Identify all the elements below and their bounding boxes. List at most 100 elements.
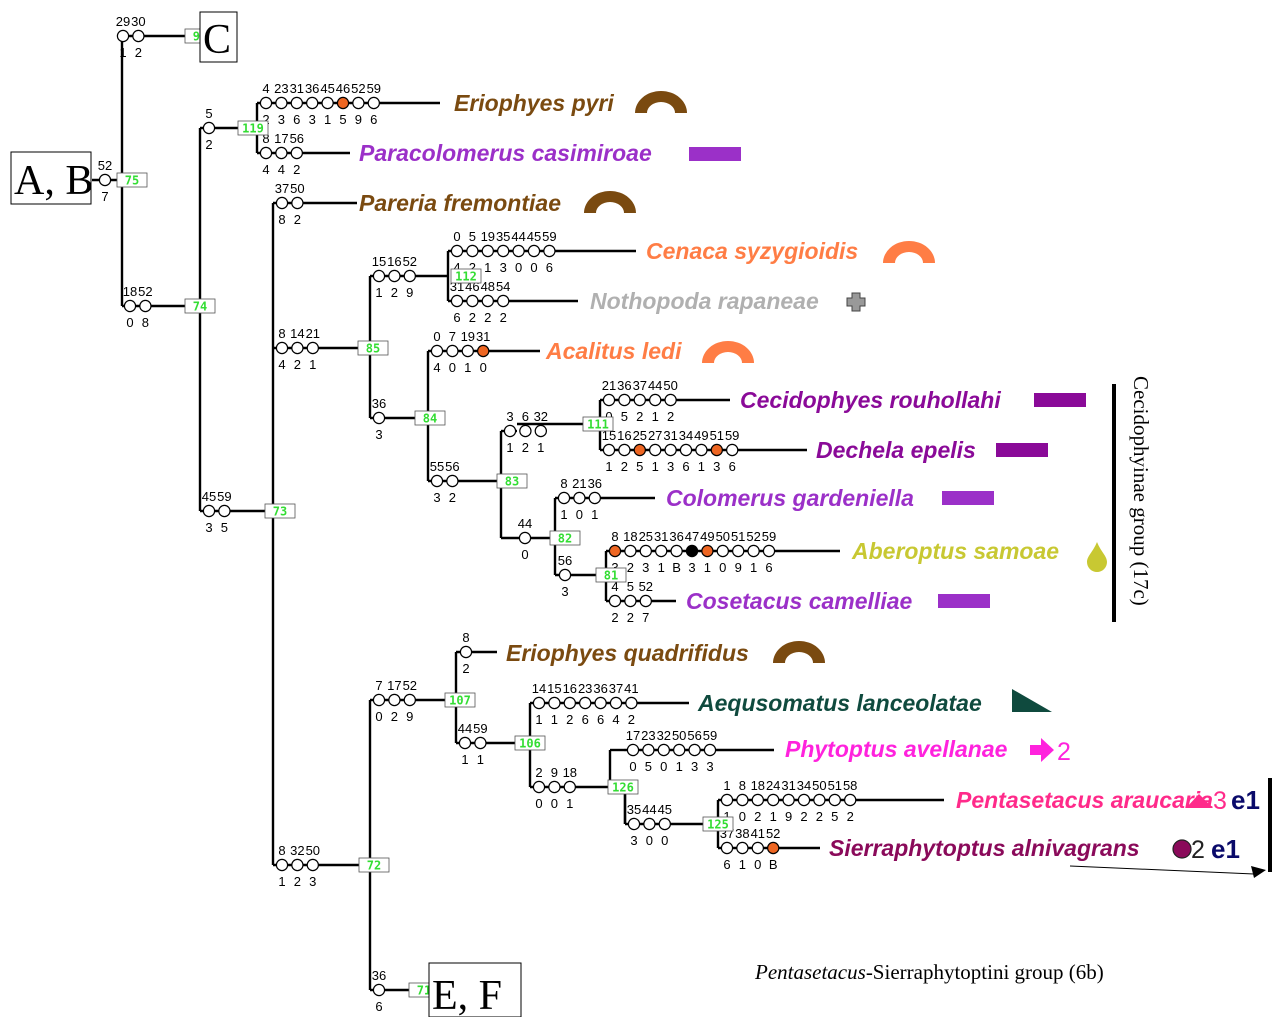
taxon-label: Cenaca syzygioidis (646, 238, 858, 264)
nothopoda-rapaneae-host-symbol (846, 292, 866, 312)
character-state: 2 (135, 45, 142, 60)
character-number: 59 (367, 81, 381, 96)
character-state: 3 (713, 459, 720, 474)
character-state: 1 (652, 409, 659, 424)
character-circle (701, 544, 714, 558)
character-stack-17 (557, 491, 602, 505)
eriophyes-quadrifidus-host-symbol (773, 641, 825, 663)
taxon-label: Nothopoda rapaneae (590, 288, 819, 314)
character-circle (321, 96, 334, 110)
character-number: 45 (527, 229, 541, 244)
character-circle (609, 696, 623, 710)
character-stack-labels-20: 563 (558, 553, 572, 599)
character-stack-11 (430, 344, 490, 358)
character-state: 2 (294, 874, 301, 889)
character-state: 3 (500, 260, 507, 275)
character-circle (450, 244, 464, 258)
character-number: 49 (694, 428, 708, 443)
character-state: 0 (629, 759, 636, 774)
character-circle (594, 696, 607, 710)
character-circle (430, 344, 444, 358)
character-circle (116, 29, 130, 43)
character-number: 32 (657, 728, 671, 743)
node-number: 84 (423, 412, 437, 426)
character-stack-25 (532, 696, 638, 710)
character-state: 6 (597, 712, 604, 727)
character-number: 23 (578, 681, 592, 696)
character-circle (291, 858, 304, 872)
character-state: 5 (831, 809, 838, 824)
character-circle (290, 96, 303, 110)
character-stack-labels-2: 52 (205, 106, 212, 152)
character-stack-29 (720, 793, 857, 807)
character-circle (461, 344, 474, 358)
character-circle (573, 491, 586, 505)
character-circle (518, 531, 532, 545)
character-stack-18 (518, 531, 532, 545)
character-state: 2 (262, 112, 269, 127)
dechela-epelis-host-symbol (996, 443, 1048, 457)
node-112: 112 (450, 268, 482, 284)
character-circle (716, 544, 730, 558)
character-number: 59 (725, 428, 739, 443)
character-circle (123, 299, 137, 313)
character-circle (664, 443, 677, 457)
character-stack-31 (720, 841, 780, 855)
character-number: 14 (532, 681, 546, 696)
character-number: 59 (217, 489, 231, 504)
character-state: 2 (754, 809, 761, 824)
character-number: 36 (617, 378, 631, 393)
character-circle (534, 424, 548, 438)
character-state: 9 (406, 285, 413, 300)
taxon-label: Pareria fremontiae (359, 190, 561, 216)
character-number: 44 (511, 229, 525, 244)
character-circle (497, 294, 510, 308)
character-state: 2 (800, 809, 807, 824)
character-circle (259, 146, 273, 160)
character-circle (710, 443, 724, 457)
character-circle (688, 743, 701, 757)
node-number: 81 (604, 569, 618, 583)
cecidophyes-rouhollahi-host-symbol (1034, 393, 1086, 407)
character-state: 8 (142, 315, 149, 330)
character-number: 37 (633, 378, 647, 393)
character-stack-labels-12: 363 (372, 396, 386, 442)
character-number: 41 (624, 681, 638, 696)
character-state: 2 (566, 712, 573, 727)
character-state: 5 (221, 520, 228, 535)
character-circle (459, 645, 473, 659)
character-number: 27 (648, 428, 662, 443)
node-box (450, 268, 482, 284)
character-circle (703, 743, 717, 757)
character-number: 37 (609, 681, 623, 696)
character-stack-8 (450, 244, 556, 258)
node-number: 72 (367, 859, 381, 873)
character-circle (608, 544, 622, 558)
character-number: 44 (458, 721, 472, 736)
character-stack-12 (372, 411, 386, 425)
character-circle (828, 793, 842, 807)
character-number: 51 (828, 778, 842, 793)
character-number: 32 (290, 843, 304, 858)
node-number: 85 (366, 342, 380, 356)
character-number: 50 (812, 778, 826, 793)
character-number: 7 (375, 678, 382, 693)
node-number: 74 (193, 300, 207, 314)
node-75: 75 (116, 172, 148, 188)
character-circle (372, 693, 386, 707)
node-box (702, 816, 734, 832)
character-circle (132, 29, 145, 43)
character-state: 3 (691, 759, 698, 774)
character-stack-16 (430, 474, 459, 488)
character-state: 1 (506, 440, 513, 455)
character-circle (726, 443, 739, 457)
taxon-label: Colomerus gardeniella (666, 485, 914, 511)
node-box (237, 120, 269, 136)
character-state: 1 (309, 357, 316, 372)
character-state: 1 (658, 560, 665, 575)
character-circle (466, 294, 479, 308)
